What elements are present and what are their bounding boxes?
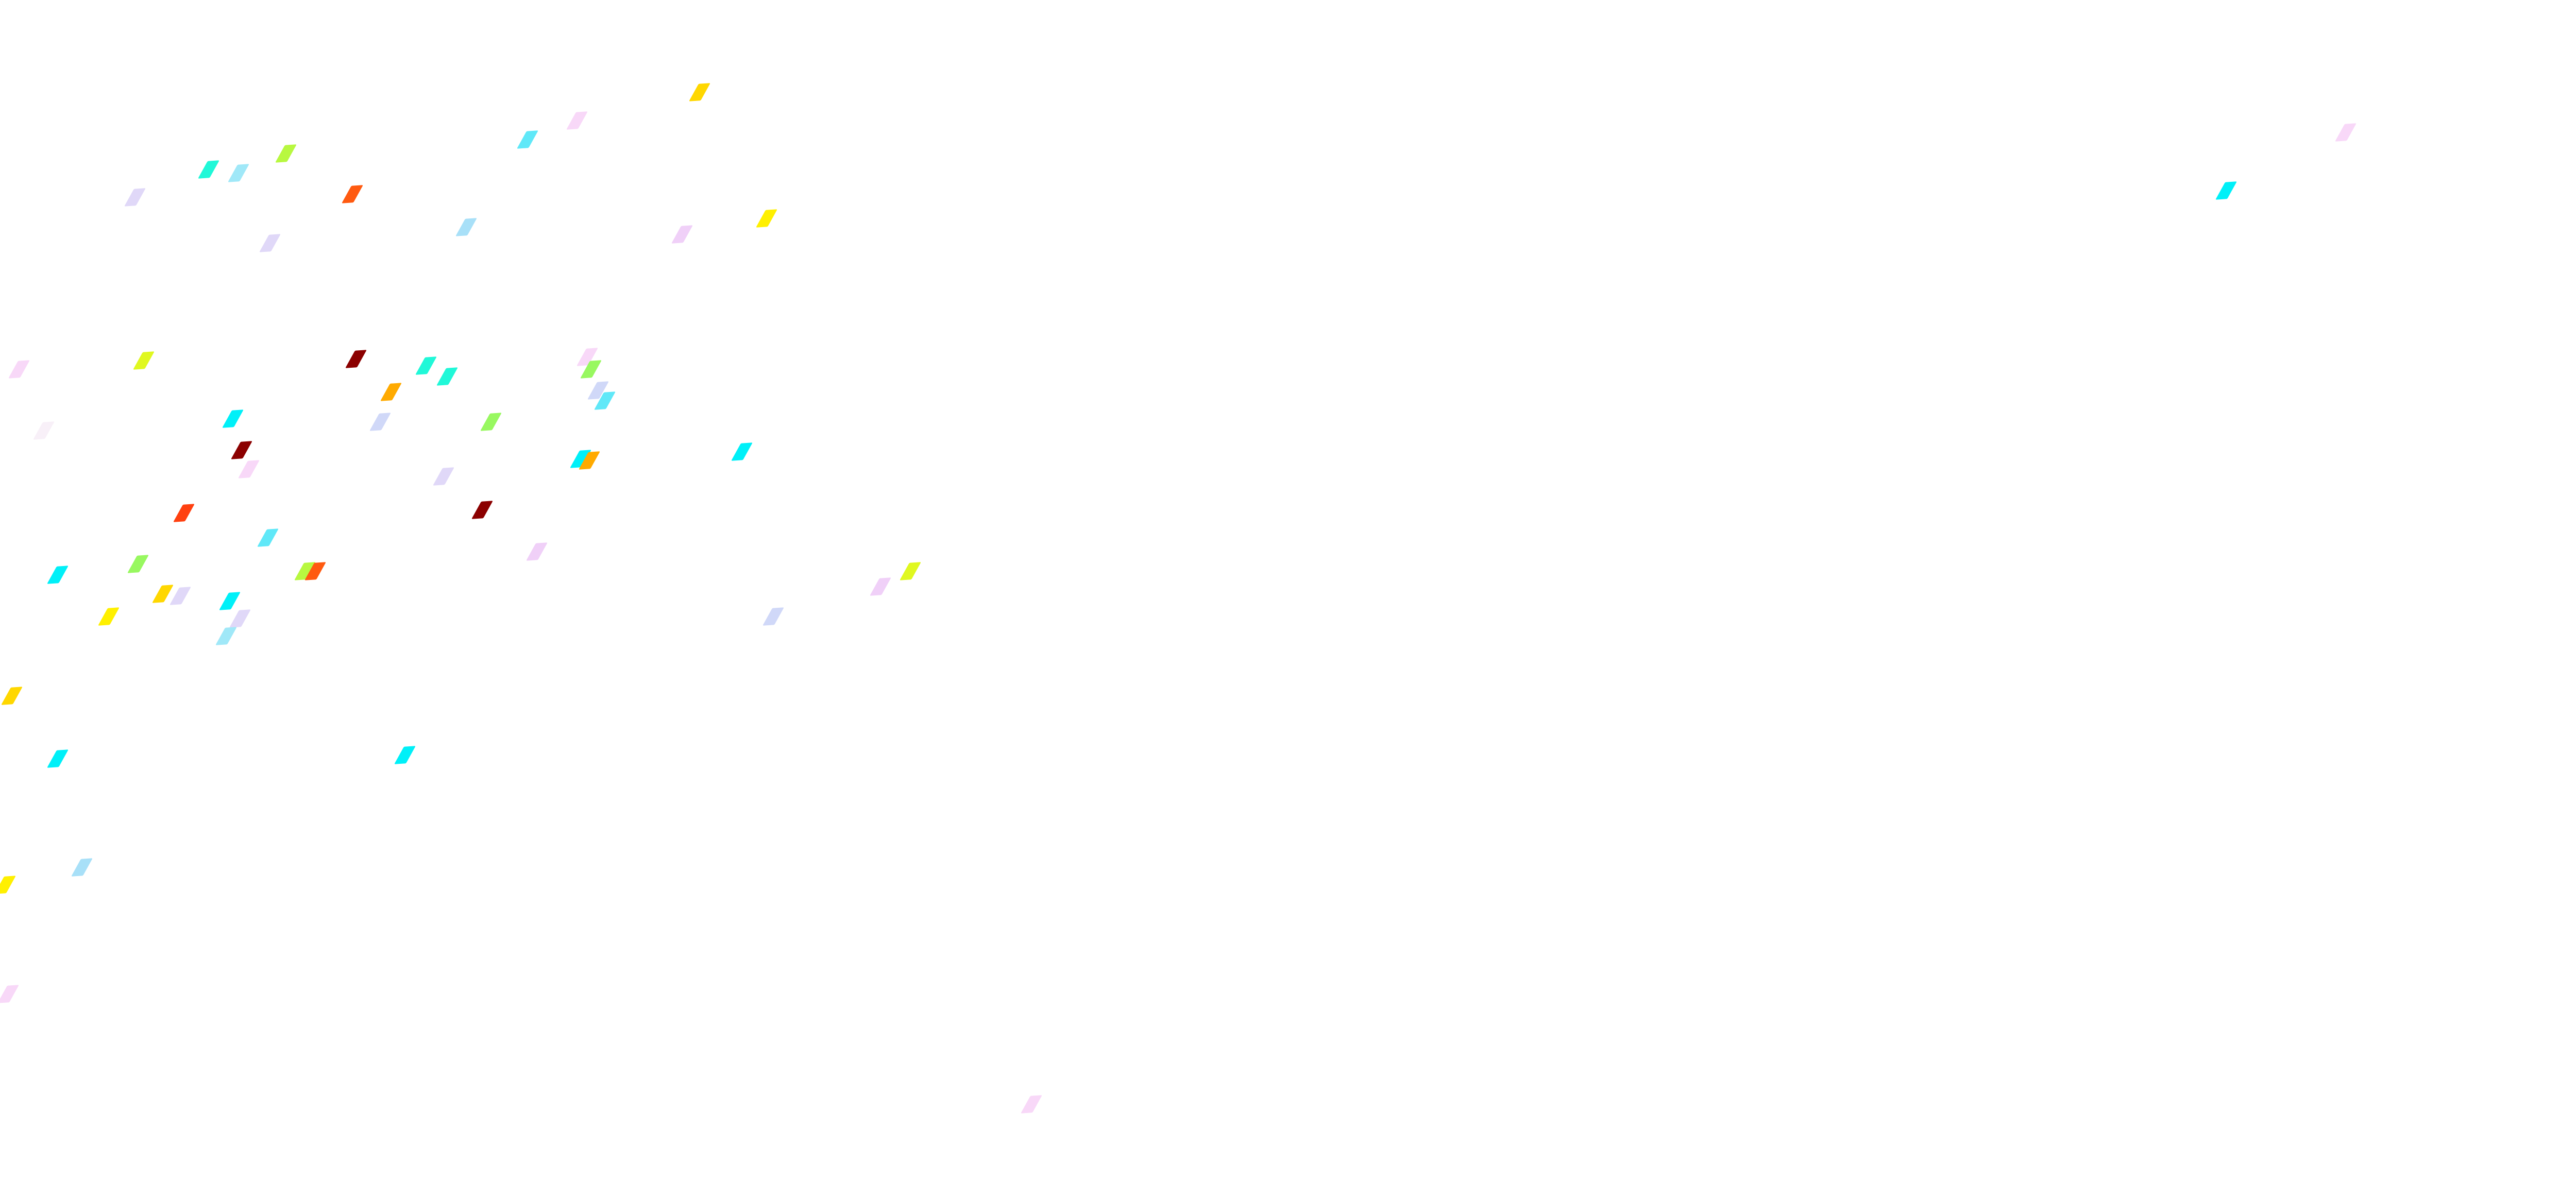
confetti-piece bbox=[152, 585, 174, 603]
confetti-piece bbox=[480, 413, 502, 431]
confetti-piece bbox=[98, 607, 120, 626]
confetti-piece bbox=[455, 218, 477, 236]
confetti-piece bbox=[433, 467, 454, 486]
confetti-piece bbox=[369, 413, 391, 431]
confetti-piece bbox=[756, 209, 777, 228]
confetti-piece bbox=[127, 555, 149, 573]
confetti-piece bbox=[671, 225, 693, 244]
confetti-piece bbox=[33, 421, 55, 440]
confetti-piece bbox=[47, 749, 69, 768]
confetti-piece bbox=[198, 160, 219, 179]
confetti-piece bbox=[170, 587, 191, 605]
confetti-piece bbox=[762, 607, 784, 626]
confetti-piece bbox=[517, 130, 538, 149]
confetti-piece bbox=[47, 566, 69, 584]
confetti-piece bbox=[0, 985, 19, 1003]
confetti-piece bbox=[2335, 123, 2357, 142]
confetti-piece bbox=[471, 501, 493, 519]
confetti-piece bbox=[229, 609, 251, 628]
confetti-piece bbox=[2215, 181, 2237, 200]
confetti-piece bbox=[71, 858, 93, 877]
confetti-piece bbox=[0, 876, 16, 894]
confetti-piece bbox=[394, 746, 416, 764]
confetti-piece bbox=[380, 383, 402, 401]
confetti-piece bbox=[259, 234, 281, 252]
confetti-piece bbox=[342, 185, 363, 203]
confetti-piece bbox=[231, 441, 252, 459]
confetti-piece bbox=[8, 360, 30, 379]
confetti-piece bbox=[566, 111, 588, 130]
confetti-piece bbox=[870, 577, 891, 596]
confetti-piece bbox=[731, 442, 753, 461]
confetti-piece bbox=[257, 528, 279, 547]
confetti-piece bbox=[228, 164, 249, 182]
confetti-piece bbox=[1, 687, 23, 705]
confetti-piece bbox=[219, 592, 241, 610]
confetti-piece bbox=[133, 351, 155, 370]
confetti-piece bbox=[415, 356, 437, 375]
confetti-piece bbox=[1021, 1095, 1042, 1114]
confetti-piece bbox=[275, 144, 297, 163]
confetti-piece bbox=[222, 409, 244, 428]
confetti-piece bbox=[124, 188, 146, 207]
confetti-piece bbox=[238, 460, 260, 478]
confetti-piece bbox=[526, 542, 548, 561]
confetti-piece bbox=[345, 350, 367, 368]
confetti-piece bbox=[689, 83, 710, 101]
confetti-piece bbox=[900, 562, 921, 580]
confetti-piece bbox=[436, 367, 458, 386]
confetti-piece bbox=[173, 504, 195, 522]
confetti-piece bbox=[215, 627, 237, 645]
